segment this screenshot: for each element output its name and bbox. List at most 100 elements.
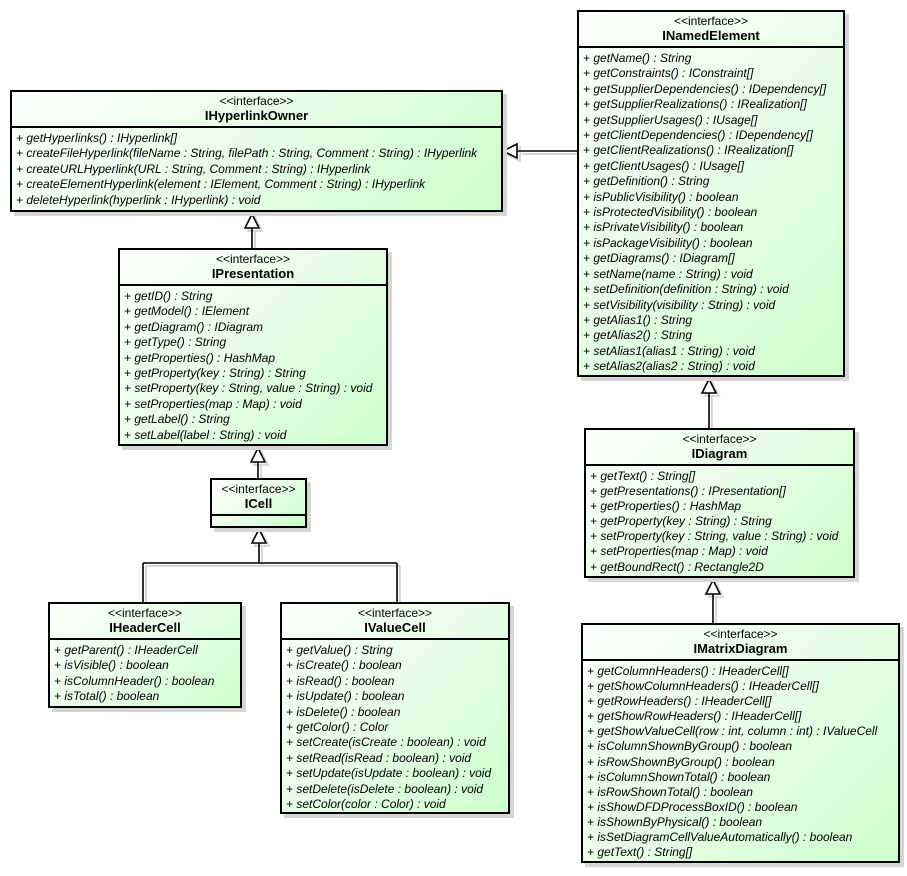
class-header: <<interface>> ICell: [212, 480, 305, 516]
generalization-inamedelement-to-ihyperlinkowner: [501, 142, 577, 160]
generalization-arrowhead-icon: [243, 212, 261, 229]
generalization-icell-to-ipresentation: [249, 446, 267, 478]
method-item: + getColumnHeaders() : IHeaderCell[]: [587, 664, 789, 678]
method-item: + getClientRealizations() : IRealization…: [583, 143, 794, 158]
class-box-ivaluecell[interactable]: <<interface>> IValueCell + getValue() : …: [280, 602, 510, 814]
method-item: + getModel() : IElement: [124, 304, 250, 319]
method-item: + setLabel(label : String) : void: [124, 427, 287, 442]
method-item: + setAlias2(alias2 : String) : void: [583, 359, 755, 374]
class-box-ihyperlinkowner[interactable]: <<interface>> IHyperlinkOwner + getHyper…: [10, 90, 503, 212]
method-item: + getBoundRect() : Rectangle2D: [590, 559, 764, 574]
method-list: + getText() : String[]+ getPresentations…: [586, 466, 853, 576]
method-item: + getClientDependencies() : IDependency[…: [583, 128, 813, 143]
generalization-iheadercell-ivaluecell-to-icell: [142, 527, 398, 602]
method-item: + isUpdate() : boolean: [286, 689, 405, 704]
class-box-idiagram[interactable]: <<interface>> IDiagram + getText() : Str…: [584, 428, 855, 578]
method-list: + getHyperlinks() : IHyperlink[]+ create…: [12, 128, 501, 210]
class-name: IDiagram: [691, 446, 748, 461]
method-item: + setUpdate(isUpdate : boolean) : void: [286, 766, 492, 781]
method-item: + getAlias2() : String: [583, 328, 693, 343]
method-list: + getID() : String+ getModel() : IElemen…: [120, 286, 386, 444]
stereotype-label: <<interface>>: [219, 94, 294, 108]
method-item: + isRowShownByGroup() : boolean: [587, 754, 775, 769]
method-item: + getShowRowHeaders() : IHeaderCell[]: [587, 709, 802, 724]
method-item: + isSetDiagramCellValueAutomatically() :…: [587, 830, 853, 845]
class-name: IHeaderCell: [109, 620, 181, 635]
method-list: [212, 516, 305, 521]
generalization-line: [142, 543, 398, 602]
class-name: INamedElement: [662, 28, 760, 43]
method-item: + getAlias1() : String: [583, 312, 693, 327]
class-name: IHyperlinkOwner: [204, 108, 309, 123]
method-item: + createElementHyperlink(element : IElem…: [16, 177, 426, 192]
method-item: + getText() : String[]: [590, 469, 696, 483]
stereotype-label: <<interface>>: [357, 606, 433, 620]
method-item: + getShowColumnHeaders() : IHeaderCell[]: [587, 679, 819, 694]
method-item: + setCreate(isCreate : boolean) : void: [286, 735, 486, 750]
method-item: + getLabel() : String: [124, 412, 230, 427]
method-item: + getDiagrams() : IDiagram[]: [583, 251, 735, 266]
method-item: + getSupplierRealizations() : IRealizati…: [583, 97, 807, 112]
method-item: + isVisible() : boolean: [54, 658, 169, 673]
method-item: + getRowHeaders() : IHeaderCell[]: [587, 694, 772, 709]
stereotype-label: <<interface>>: [673, 14, 749, 28]
method-item: + setVisibility(visibility : String) : v…: [583, 297, 776, 312]
method-item: + isColumnHeader() : boolean: [54, 673, 215, 688]
method-item: + isRowShownTotal() : boolean: [587, 784, 753, 799]
stereotype-label: <<interface>>: [221, 482, 296, 496]
method-item: + isProtectedVisibility() : boolean: [583, 205, 758, 220]
class-box-inamedelement[interactable]: <<interface>> INamedElement + getName() …: [577, 10, 845, 377]
class-name: IValueCell: [364, 620, 426, 635]
method-item: + isPrivateVisibility() : boolean: [583, 220, 744, 235]
class-box-iheadercell[interactable]: <<interface>> IHeaderCell + getParent() …: [48, 602, 242, 708]
class-header: <<interface>> INamedElement: [579, 12, 843, 48]
method-item: + getDefinition() : String: [583, 174, 710, 189]
method-item: + createURLHyperlink(URL : String, Comme…: [16, 161, 371, 176]
method-item: + getParent() : IHeaderCell: [54, 643, 198, 657]
method-item: + isDelete() : boolean: [286, 704, 401, 719]
method-item: + getProperties() : HashMap: [590, 499, 742, 514]
method-item: + setProperties(map : Map) : void: [124, 396, 302, 411]
generalization-arrowhead-icon: [700, 377, 718, 394]
class-header: <<interface>> IHyperlinkOwner: [12, 92, 501, 128]
method-item: + isRead() : boolean: [286, 673, 395, 688]
method-item: + getHyperlinks() : IHyperlink[]: [16, 131, 178, 145]
stereotype-label: <<interface>>: [215, 252, 291, 266]
class-header: <<interface>> IMatrixDiagram: [583, 625, 898, 661]
method-item: + setProperty(key : String, value : Stri…: [590, 529, 839, 544]
method-list: + getColumnHeaders() : IHeaderCell[]+ ge…: [583, 661, 898, 861]
class-header: <<interface>> IValueCell: [282, 604, 508, 640]
class-box-ipresentation[interactable]: <<interface>> IPresentation + getID() : …: [118, 248, 388, 446]
method-item: + getShowValueCell(row : int, column : i…: [587, 724, 878, 739]
generalization-arrowhead-icon: [501, 142, 518, 160]
method-item: + getText() : String[]: [587, 845, 693, 860]
method-item: + setRead(isRead : boolean) : void: [286, 750, 472, 765]
method-item: + setProperties(map : Map) : void: [590, 544, 768, 559]
method-list: + getValue() : String+ isCreate() : bool…: [282, 640, 508, 812]
generalization-arrowhead-icon: [704, 578, 722, 595]
method-item: + setAlias1(alias1 : String) : void: [583, 343, 755, 358]
method-item: + getDiagram() : IDiagram: [124, 319, 264, 334]
method-list: + getName() : String+ getConstraints() :…: [579, 48, 843, 375]
class-box-icell[interactable]: <<interface>> ICell: [210, 478, 307, 528]
generalization-arrowhead-icon: [249, 446, 267, 463]
generalization-idiagram-to-inamedelement: [700, 377, 718, 428]
generalization-arrowhead-icon: [250, 527, 268, 544]
stereotype-label: <<interface>>: [682, 432, 757, 446]
method-item: + getSupplierDependencies() : IDependenc…: [583, 81, 827, 96]
class-name: IPresentation: [211, 266, 295, 281]
method-item: + getProperties() : HashMap: [124, 350, 276, 365]
method-item: + createFileHyperlink(fileName : String,…: [16, 146, 478, 161]
generalization-imatrixdiagram-to-idiagram: [704, 578, 722, 623]
method-item: + setDefinition(definition : String) : v…: [583, 282, 789, 297]
class-name: IMatrixDiagram: [693, 641, 788, 656]
method-item: + isShowDFDProcessBoxID() : boolean: [587, 799, 798, 814]
method-item: + getClientUsages() : IUsage[]: [583, 158, 745, 173]
method-item: + setColor(color : Color) : void: [286, 797, 446, 812]
method-item: + setName(name : String) : void: [583, 266, 753, 281]
method-item: + getSupplierUsages() : IUsage[]: [583, 112, 758, 127]
class-box-imatrixdiagram[interactable]: <<interface>> IMatrixDiagram + getColumn…: [581, 623, 900, 863]
generalization-ipresentation-to-ihyperlinkowner: [243, 212, 261, 248]
